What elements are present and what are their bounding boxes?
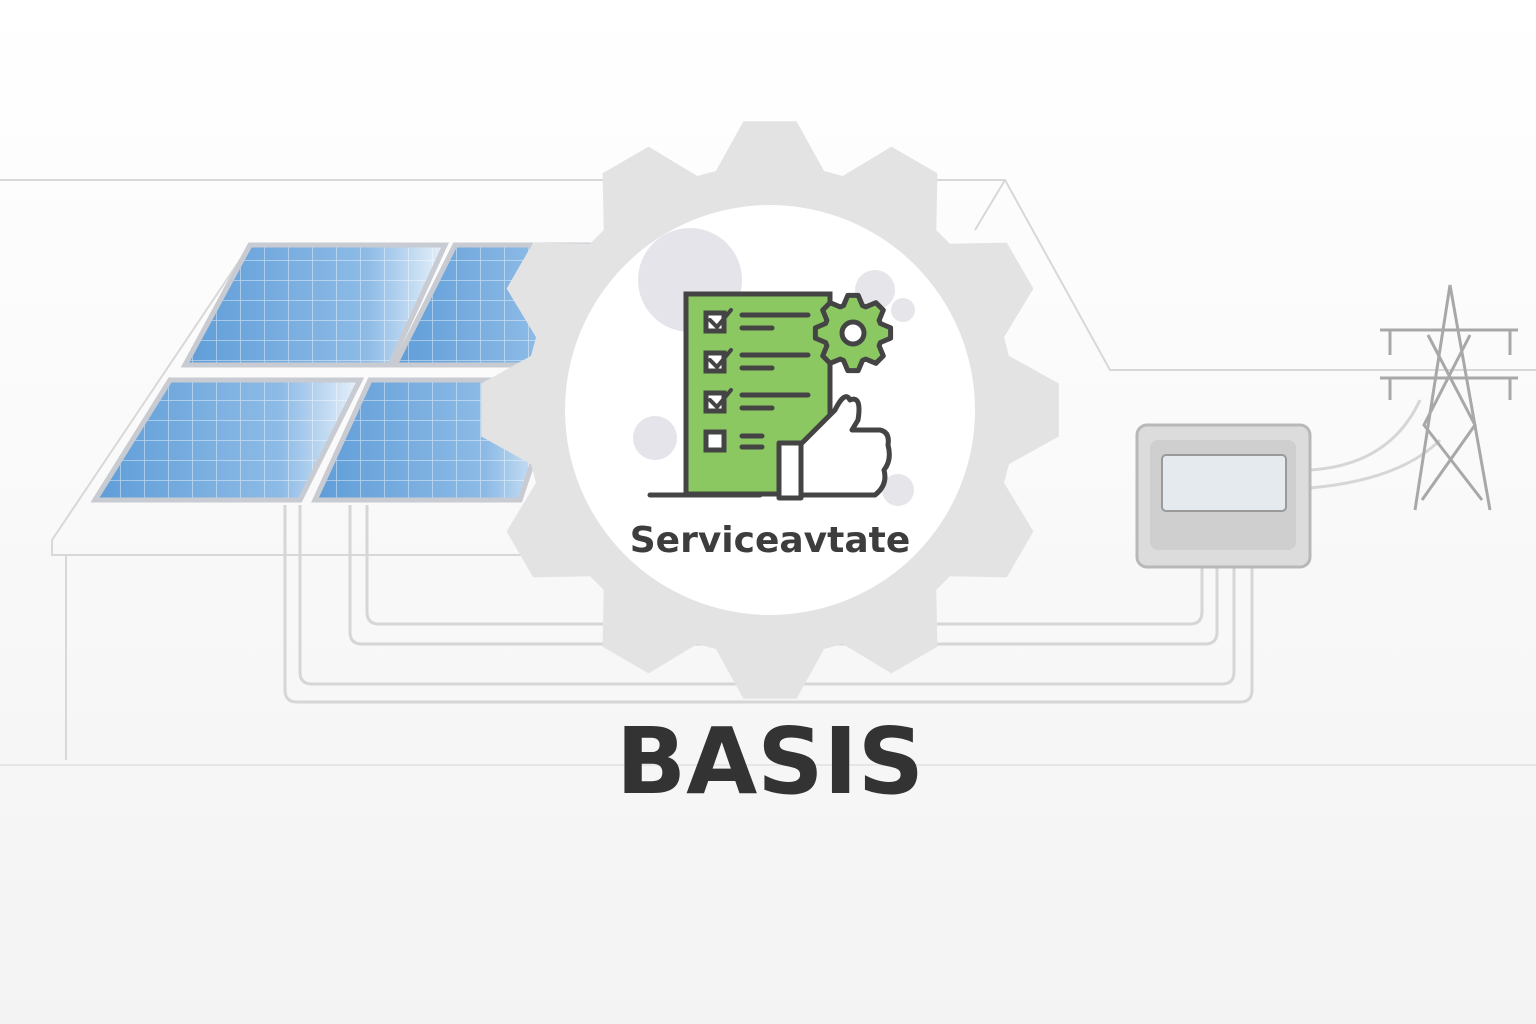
power-pylon-icon [1380,284,1518,511]
house-outline [0,179,1536,766]
thumbs-up-icon [776,394,892,501]
service-label: Serviceavtate [630,520,911,561]
cog-icon [812,292,894,374]
title: BASIS [616,708,924,815]
meter-icon [1135,423,1312,569]
